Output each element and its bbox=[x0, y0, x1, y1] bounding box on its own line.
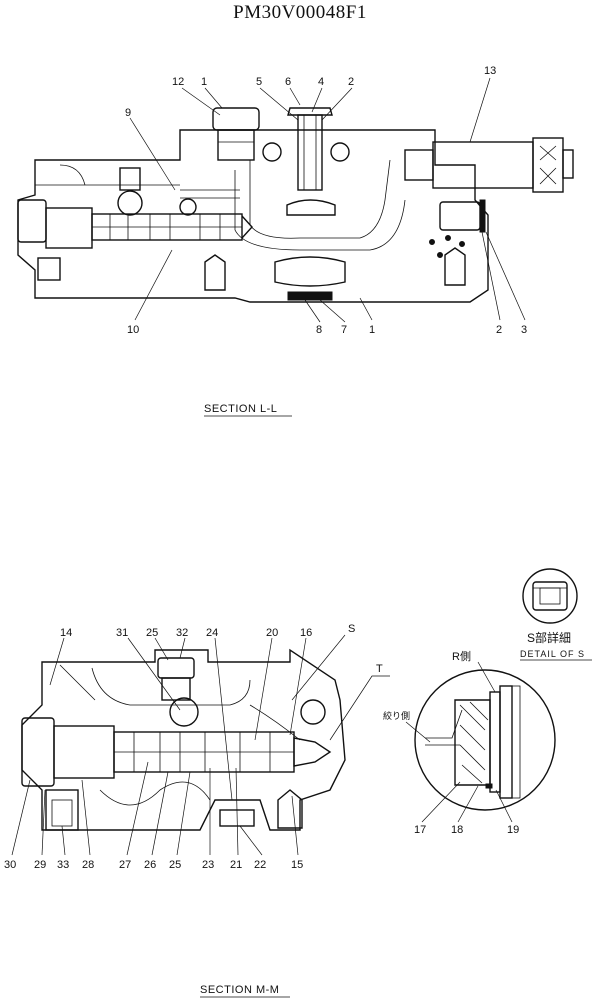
detail-s-inset bbox=[522, 568, 578, 624]
section-ll-leaders bbox=[129, 77, 526, 323]
callout-30: 30 bbox=[4, 859, 16, 871]
document-id: PM30V00048F1 bbox=[233, 2, 367, 23]
section-ll-callouts: 12 1 5 6 4 2 13 9 10 8 7 1 2 3 bbox=[125, 65, 527, 336]
callout-3: 3 bbox=[521, 324, 527, 336]
callout-7: 7 bbox=[341, 324, 347, 336]
section-mm-drawing bbox=[21, 648, 346, 831]
section-mm-leaders bbox=[11, 634, 390, 856]
callout-6: 6 bbox=[285, 76, 291, 88]
callout-13: 13 bbox=[484, 65, 496, 77]
callout-29: 29 bbox=[34, 859, 46, 871]
callout-25: 25 bbox=[146, 627, 158, 639]
section-ll-drawing bbox=[17, 107, 574, 303]
callout-5: 5 bbox=[256, 76, 262, 88]
section-mm-callouts: 14 31 25 32 24 20 16 S T 30 29 33 28 27 … bbox=[4, 623, 383, 871]
callout-28: 28 bbox=[82, 859, 94, 871]
callout-27: 27 bbox=[119, 859, 131, 871]
callout-1: 1 bbox=[201, 76, 207, 88]
callout-16: 16 bbox=[300, 627, 312, 639]
callout-26: 26 bbox=[144, 859, 156, 871]
callout-2: 2 bbox=[348, 76, 354, 88]
callout-2b: 2 bbox=[496, 324, 502, 336]
callout-14: 14 bbox=[60, 627, 72, 639]
callout-15: 15 bbox=[291, 859, 303, 871]
section-mm-title: SECTION M-M bbox=[200, 984, 279, 996]
callout-4: 4 bbox=[318, 76, 324, 88]
callout-24: 24 bbox=[206, 627, 218, 639]
callout-32: 32 bbox=[176, 627, 188, 639]
callout-10: 10 bbox=[127, 324, 139, 336]
callout-22: 22 bbox=[254, 859, 266, 871]
callout-17: 17 bbox=[414, 824, 426, 836]
callout-31: 31 bbox=[116, 627, 128, 639]
callout-9: 9 bbox=[125, 107, 131, 119]
callout-s: S bbox=[348, 623, 355, 635]
detail-s-thumbnail-circle bbox=[522, 568, 578, 624]
section-ll-title: SECTION L-L bbox=[204, 403, 277, 415]
detail-s-title-jp: S部詳細 bbox=[527, 630, 571, 645]
callout-18: 18 bbox=[451, 824, 463, 836]
callout-33: 33 bbox=[57, 859, 69, 871]
callout-23: 23 bbox=[202, 859, 214, 871]
callout-20: 20 bbox=[266, 627, 278, 639]
callout-t: T bbox=[376, 663, 383, 675]
detail-s-title-en: DETAIL OF S bbox=[520, 649, 585, 659]
detail-s-magnified bbox=[414, 669, 556, 811]
callout-12: 12 bbox=[172, 76, 184, 88]
detail-s-label-throttle: 絞り側 bbox=[383, 710, 410, 721]
callout-8: 8 bbox=[316, 324, 322, 336]
callout-1b: 1 bbox=[369, 324, 375, 336]
callout-19: 19 bbox=[507, 824, 519, 836]
callout-21: 21 bbox=[230, 859, 242, 871]
callout-25b: 25 bbox=[169, 859, 181, 871]
detail-s-label-r: R側 bbox=[452, 650, 471, 663]
